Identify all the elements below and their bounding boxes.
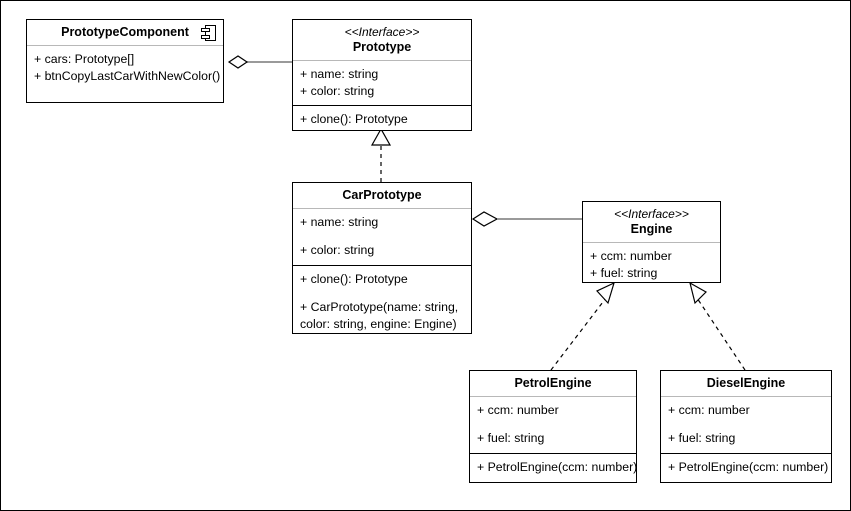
edge-carprototype-to-engine[interactable]	[471, 211, 582, 227]
attribute-row: + ccm: number	[590, 249, 672, 263]
methods-section-diesel-engine: + PetrolEngine(ccm: number)	[661, 452, 831, 482]
class-title-car-prototype: CarPrototype	[342, 188, 422, 202]
class-header-petrol-engine: PetrolEngine	[470, 371, 636, 397]
class-box-car-prototype[interactable]: CarPrototype + name: string + color: str…	[292, 182, 472, 334]
class-box-diesel-engine[interactable]: DieselEngine + ccm: number + fuel: strin…	[660, 370, 832, 483]
class-box-prototype[interactable]: <<Interface>> Prototype + name: string +…	[292, 19, 472, 131]
attribute-row: + fuel: string	[590, 265, 658, 280]
class-header-diesel-engine: DieselEngine	[661, 371, 831, 397]
uml-component-icon	[201, 25, 216, 41]
attributes-section-prototype: + name: string + color: string	[293, 61, 471, 105]
class-title-engine: Engine	[630, 222, 673, 236]
method-row: + PetrolEngine(ccm: number)	[668, 459, 829, 474]
attribute-row: + ccm: number	[668, 403, 750, 417]
attribute-row: + btnCopyLastCarWithNewColor()	[34, 68, 221, 83]
method-row: + PetrolEngine(ccm: number)	[477, 459, 638, 474]
class-title-prototype-component: PrototypeComponent	[61, 25, 189, 39]
attributes-section-petrol-engine: + ccm: number + fuel: string	[470, 397, 636, 453]
attribute-row: + ccm: number	[477, 403, 559, 417]
class-box-prototype-component[interactable]: PrototypeComponent + cars: Prototype[] +…	[26, 19, 224, 103]
attribute-row: + fuel: string	[668, 430, 736, 445]
attribute-row: + color: string	[300, 83, 375, 98]
attribute-row: + cars: Prototype[]	[34, 52, 135, 66]
attributes-section-car-prototype: + name: string + color: string	[293, 209, 471, 265]
class-stereotype-prototype: <<Interface>>	[344, 25, 420, 39]
attributes-section-prototype-component: + cars: Prototype[] + btnCopyLastCarWith…	[27, 46, 223, 90]
class-title-petrol-engine: PetrolEngine	[514, 376, 592, 390]
edge-petrolengine-implements-engine[interactable]	[550, 281, 615, 371]
attributes-section-engine: + ccm: number + fuel: string	[583, 243, 720, 287]
class-box-petrol-engine[interactable]: PetrolEngine + ccm: number + fuel: strin…	[469, 370, 637, 483]
attribute-row: + name: string	[300, 67, 379, 81]
class-header-prototype-component: PrototypeComponent	[27, 20, 223, 46]
attribute-row: + name: string	[300, 215, 379, 229]
class-title-diesel-engine: DieselEngine	[706, 376, 786, 390]
class-header-engine: <<Interface>> Engine	[583, 202, 720, 243]
method-row: + clone(): Prototype	[300, 112, 408, 127]
class-header-car-prototype: CarPrototype	[293, 183, 471, 209]
edge-carprototype-implements-prototype[interactable]	[370, 127, 392, 182]
class-box-engine[interactable]: <<Interface>> Engine + ccm: number + fue…	[582, 201, 721, 283]
method-row: + clone(): Prototype	[300, 271, 408, 286]
class-title-prototype: Prototype	[352, 40, 412, 54]
attribute-row: + color: string	[300, 242, 375, 257]
attributes-section-diesel-engine: + ccm: number + fuel: string	[661, 397, 831, 453]
edge-dieselengine-implements-engine[interactable]	[689, 281, 746, 371]
methods-section-petrol-engine: + PetrolEngine(ccm: number)	[470, 452, 638, 482]
class-stereotype-engine: <<Interface>>	[614, 207, 689, 221]
method-row: + CarPrototype(name: string, color: stri…	[300, 299, 459, 331]
attribute-row: + fuel: string	[477, 430, 545, 445]
methods-section-prototype: + clone(): Prototype	[293, 105, 471, 134]
edge-component-to-prototype[interactable]	[227, 55, 292, 69]
methods-section-car-prototype: + clone(): Prototype + CarPrototype(name…	[293, 264, 471, 339]
class-header-prototype: <<Interface>> Prototype	[293, 20, 471, 61]
